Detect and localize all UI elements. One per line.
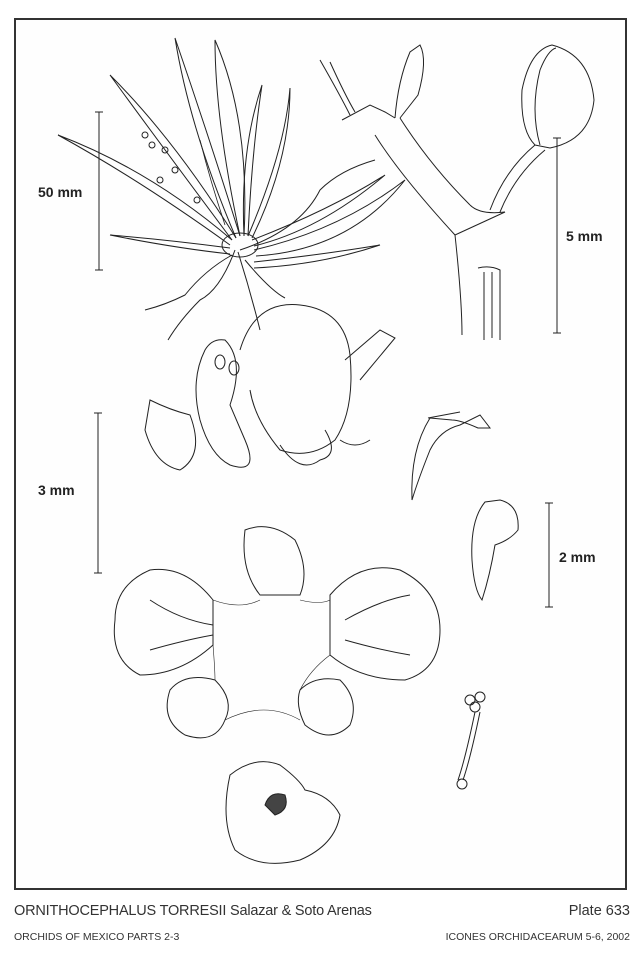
scale-bar-2mm (545, 502, 553, 608)
anther-drawing (471, 499, 519, 602)
pollinarium-drawing (456, 691, 486, 790)
plate-number: Plate 633 (568, 903, 630, 919)
scale-bar-3mm (94, 412, 102, 574)
dissected-perianth-drawing (113, 526, 441, 739)
plate-frame (14, 18, 627, 890)
publication-caption: ICONES ORCHIDACEARUM 5-6, 2002 (445, 931, 630, 943)
scale-bar-50mm (95, 111, 103, 271)
column-detail-drawing (319, 44, 595, 340)
plant-habit-drawing (57, 37, 406, 341)
lip-drawing (225, 761, 341, 864)
scale-bar-5mm (553, 137, 561, 334)
scale-label-3mm: 3 mm (38, 482, 75, 498)
species-caption: ORNITHOCEPHALUS TORRESII Salazar & Soto … (14, 903, 372, 919)
column-side-drawing (411, 411, 492, 501)
series-caption: ORCHIDS OF MEXICO PARTS 2-3 (14, 931, 180, 943)
scale-label-2mm: 2 mm (559, 549, 596, 565)
scale-label-5mm: 5 mm (566, 228, 603, 244)
flower-side-view-drawing (144, 304, 396, 471)
scale-label-50mm: 50 mm (38, 184, 83, 200)
